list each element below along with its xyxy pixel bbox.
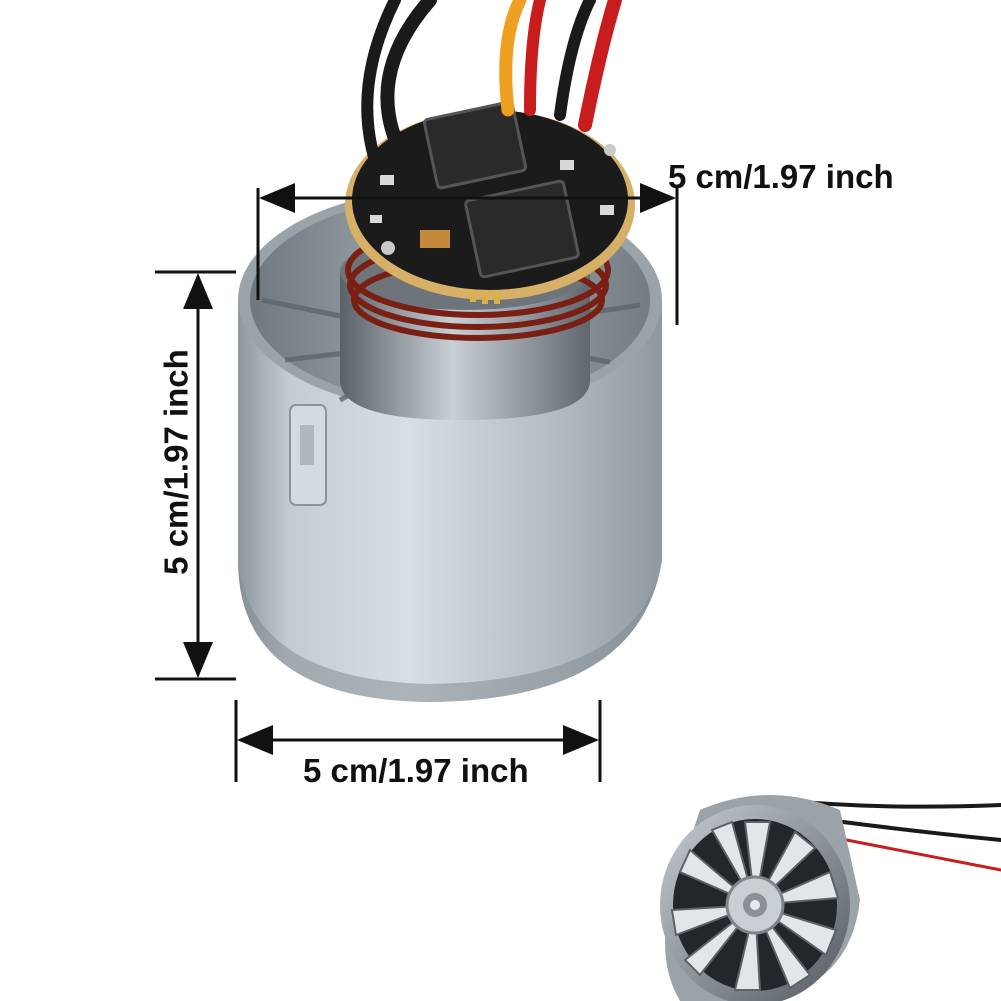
- power-wires: [361, 0, 622, 176]
- height-label: 5 cm/1.97 inch: [157, 349, 195, 575]
- main-fan-assembly: [238, 0, 662, 702]
- inset-fan-photo: [660, 795, 1001, 1001]
- top-width-label: 5 cm/1.97 inch: [668, 158, 894, 195]
- bottom-width-label: 5 cm/1.97 inch: [303, 752, 529, 789]
- dimension-lines: [155, 183, 679, 782]
